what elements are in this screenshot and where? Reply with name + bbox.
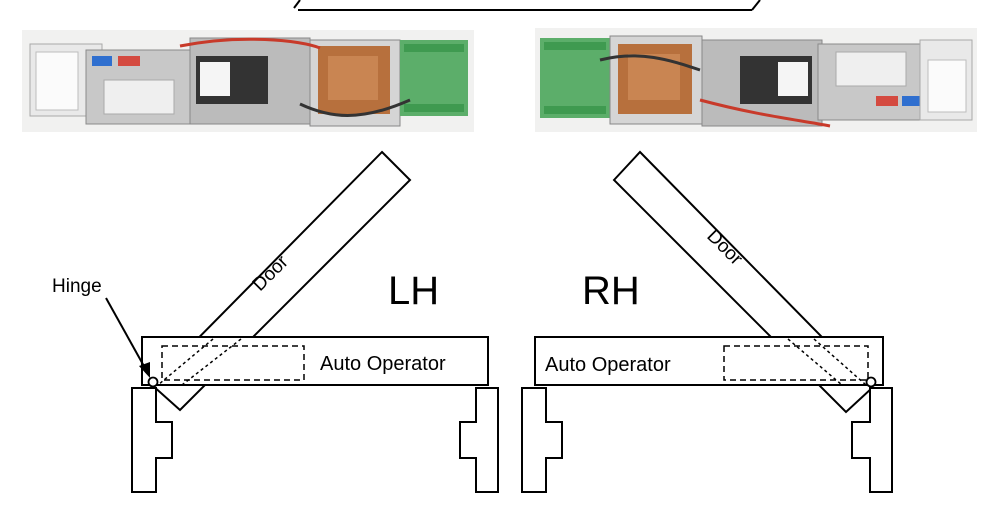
lh-diagram (105, 150, 499, 493)
hinge-arrow (105, 297, 146, 369)
rh-operator-label: Auto Operator (545, 354, 671, 376)
lh-label: LH (388, 269, 439, 313)
rh-diagram (521, 150, 893, 493)
rh-label: RH (582, 269, 640, 313)
rh-hinge-pin (865, 376, 877, 388)
top-caption-fragment (293, 0, 761, 11)
rh-frame-right (851, 387, 893, 493)
rh-operator-outline (723, 345, 869, 381)
hinge-label: Hinge (52, 276, 102, 297)
lh-frame-left (131, 387, 173, 493)
lh-header-bar (141, 336, 489, 386)
lh-operator-outline (161, 345, 305, 381)
lh-operator-label: Auto Operator (320, 353, 446, 375)
lh-frame-right (459, 387, 499, 493)
lh-hinge-pin (147, 376, 159, 388)
lh-operator-photo (22, 30, 474, 132)
rh-operator-photo (535, 28, 977, 132)
rh-frame-left (521, 387, 563, 493)
rh-header-bar (534, 336, 884, 386)
